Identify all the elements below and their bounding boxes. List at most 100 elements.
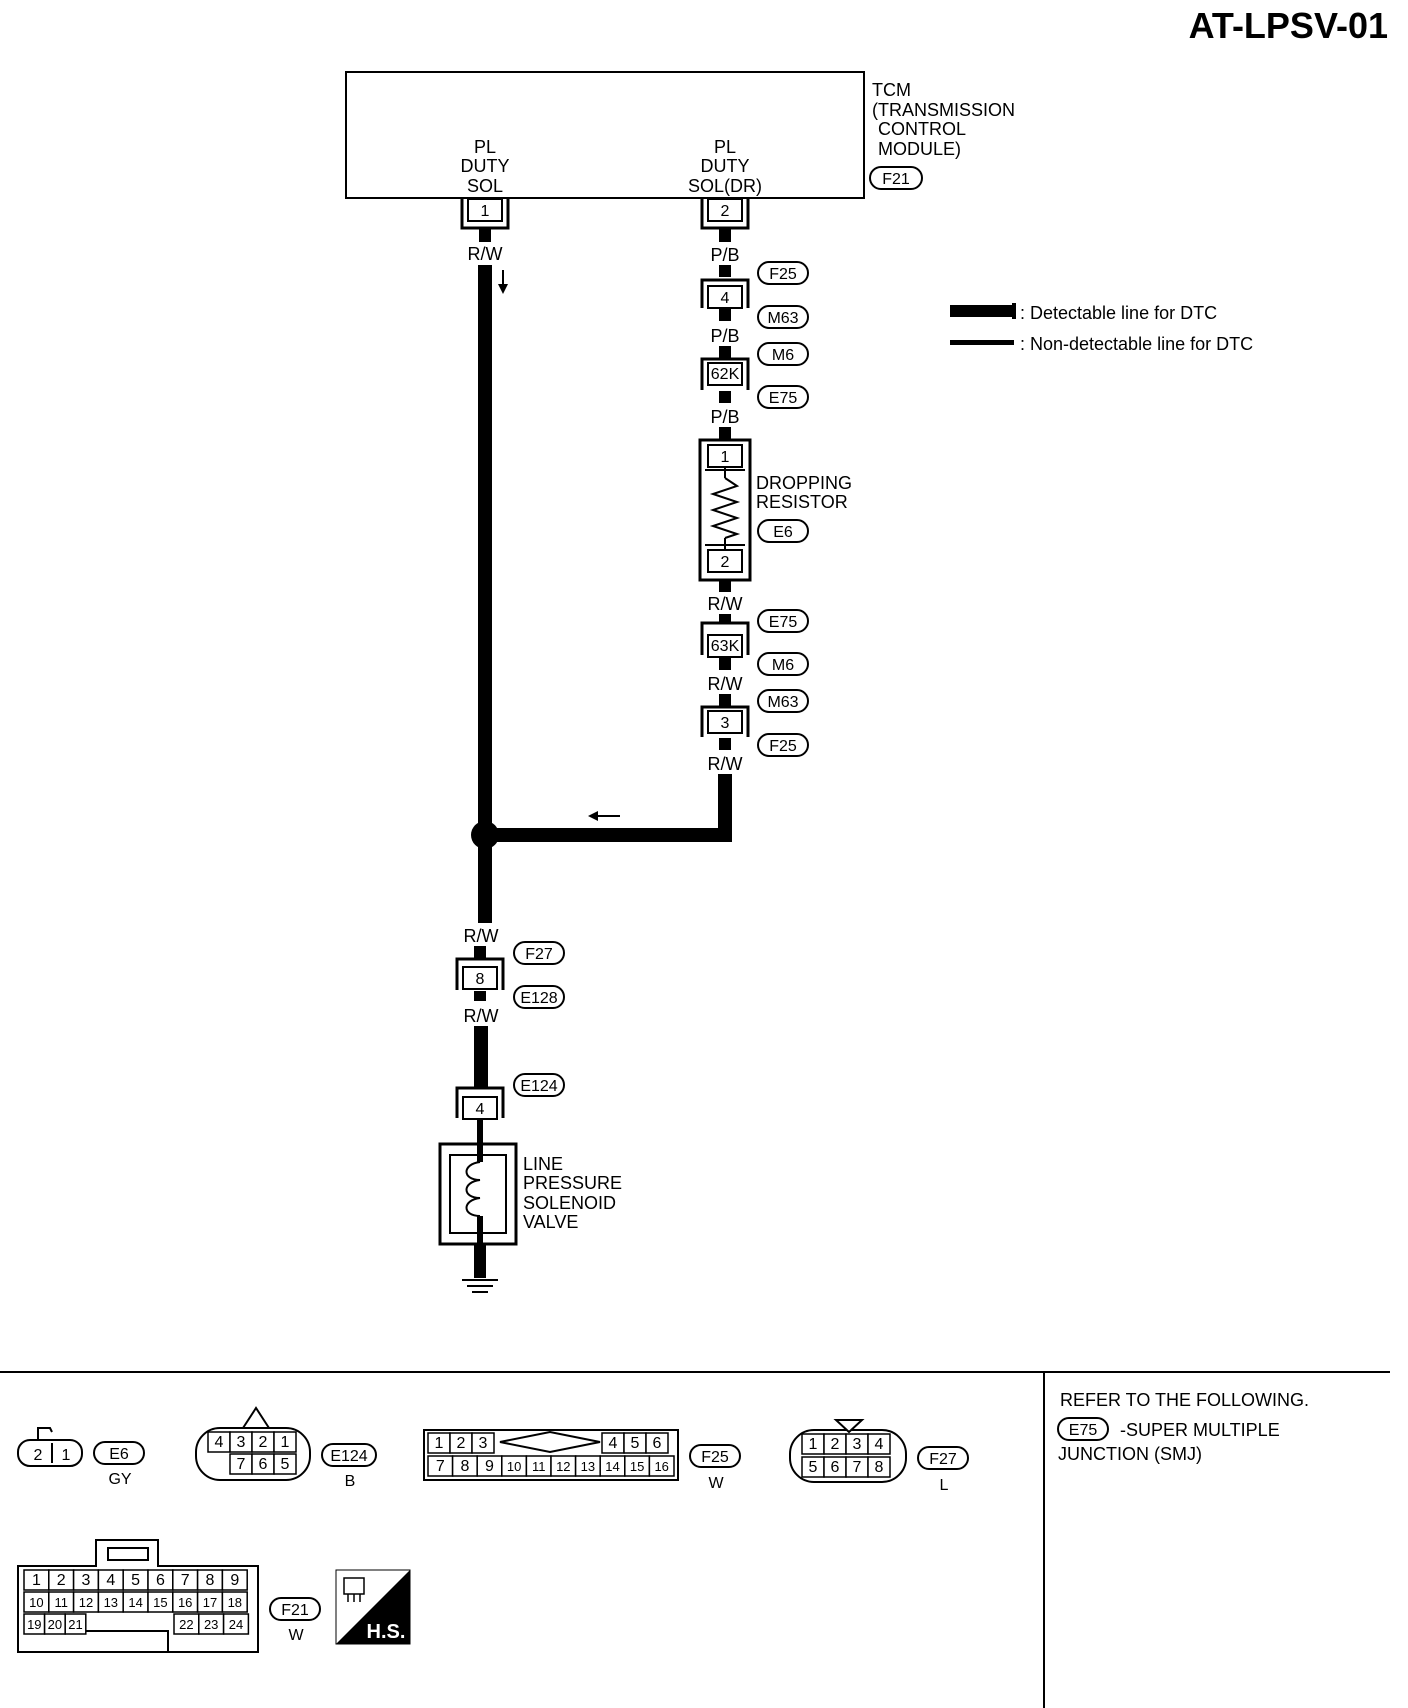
connector-tag: F21 — [269, 1597, 321, 1621]
connector-tag: E75 — [1057, 1417, 1109, 1441]
connector-tag: E124 — [321, 1443, 377, 1467]
legend-non-detectable: : Non-detectable line for DTC — [1020, 334, 1253, 354]
wire-stub — [479, 228, 491, 242]
valve-label: SOLENOID — [523, 1193, 616, 1213]
svg-text:M63: M63 — [767, 310, 798, 327]
svg-text:E124: E124 — [330, 1448, 367, 1465]
tcm-label-line: TCM — [872, 80, 911, 100]
wire-stub — [719, 694, 731, 706]
tcm-label: TCM (TRANSMISSION CONTROL MODULE) — [872, 80, 1015, 159]
svg-text:F27: F27 — [525, 946, 553, 963]
wire-color-label: R/W — [464, 1006, 499, 1026]
pin-number: 23 — [204, 1617, 218, 1632]
page-code: AT-LPSV-01 — [1189, 5, 1388, 46]
pin-cell — [471, 1432, 495, 1454]
pin-number: 5 — [281, 1456, 290, 1473]
pin-cell — [867, 1433, 891, 1455]
pin-number: 21 — [68, 1617, 82, 1632]
pin-number: 22 — [179, 1617, 193, 1632]
pin-number: 7 — [853, 1459, 862, 1476]
svg-text:2: 2 — [721, 203, 730, 220]
pin-number: 19 — [27, 1617, 41, 1632]
svg-text:1: 1 — [62, 1447, 71, 1464]
connector-pin-62k: 62K — [700, 357, 750, 390]
pin-number: 7 — [436, 1458, 445, 1475]
pin-number: 2 — [259, 1434, 268, 1451]
wire-color-label: R/W — [468, 244, 503, 264]
svg-text:E6: E6 — [773, 524, 793, 541]
wire-stub — [719, 427, 731, 440]
wire-color-label: P/B — [710, 407, 739, 427]
svg-text:E128: E128 — [520, 990, 557, 1007]
connector-tag: E6 — [93, 1441, 145, 1465]
pin-number: 6 — [653, 1435, 662, 1452]
connector-pin-63k: 63K — [700, 621, 750, 658]
wire-stub — [474, 991, 486, 1001]
pin-number: 13 — [581, 1459, 595, 1474]
svg-text:63K: 63K — [711, 638, 740, 655]
svg-text:E124: E124 — [520, 1078, 557, 1095]
pin-number: 1 — [809, 1436, 818, 1453]
hs-label: H.S. — [367, 1621, 406, 1643]
detectable-wire — [478, 265, 492, 835]
connector-tag: F25 — [689, 1444, 741, 1468]
svg-text:F21: F21 — [281, 1602, 309, 1619]
pl-duty-sol-label: SOL — [467, 176, 503, 196]
svg-text:F25: F25 — [769, 266, 797, 283]
wire-color-code: W — [708, 1475, 724, 1492]
svg-text:F25: F25 — [701, 1449, 729, 1466]
wire-stub — [719, 658, 731, 670]
pin-number: 9 — [485, 1458, 494, 1475]
pin-number: 10 — [507, 1459, 521, 1474]
pin-cell — [64, 1613, 87, 1635]
svg-text:E6: E6 — [109, 1446, 129, 1463]
connector-tag: E128 — [513, 985, 565, 1009]
pin-number: 16 — [654, 1459, 668, 1474]
pin-number: 5 — [809, 1459, 818, 1476]
pin-number: 1 — [435, 1435, 444, 1452]
connector-pin-8: 8 — [455, 957, 505, 990]
wire-color-label: R/W — [708, 674, 743, 694]
svg-text:2: 2 — [34, 1447, 43, 1464]
line-pressure-solenoid-valve — [438, 1120, 518, 1246]
pin-cell — [273, 1453, 297, 1475]
pin-number: 24 — [229, 1617, 243, 1632]
wire-color-code: GY — [108, 1471, 131, 1488]
pin-number: 5 — [131, 1572, 140, 1589]
svg-text:4: 4 — [721, 290, 730, 307]
connector-tag: E6 — [757, 519, 809, 543]
tcm-label-line: MODULE) — [878, 139, 961, 159]
pin-cell — [222, 1613, 250, 1635]
svg-text:62K: 62K — [711, 366, 740, 383]
svg-text:3: 3 — [721, 715, 730, 732]
tcm-box — [345, 71, 865, 199]
detectable-wire — [474, 1026, 488, 1088]
detectable-wire — [718, 774, 732, 842]
wire-stub — [474, 946, 486, 958]
svg-text:M63: M63 — [767, 694, 798, 711]
pin-cell — [221, 1591, 248, 1613]
wire-stub — [719, 391, 731, 403]
resistor-label: DROPPING — [756, 473, 852, 493]
connector-tag: F27 — [917, 1446, 969, 1470]
wire-color-label: R/W — [708, 754, 743, 774]
pin-number: 7 — [237, 1456, 246, 1473]
pin-number: 15 — [630, 1459, 644, 1474]
svg-text:M6: M6 — [772, 657, 794, 674]
valve-label: LINE — [523, 1154, 563, 1174]
pin-number: 5 — [631, 1435, 640, 1452]
pin-number: 14 — [605, 1459, 619, 1474]
pin-number: 18 — [228, 1595, 242, 1610]
pin-number: 8 — [875, 1459, 884, 1476]
connector-tag: F27 — [513, 941, 565, 965]
svg-text:1: 1 — [481, 203, 490, 220]
pin-number: 6 — [831, 1459, 840, 1476]
svg-text:E75: E75 — [769, 390, 798, 407]
flow-arrow-left — [588, 811, 620, 821]
svg-text:1: 1 — [721, 449, 730, 466]
pin-number: 6 — [156, 1572, 165, 1589]
dropping-resistor: 1 2 — [698, 438, 752, 582]
pl-duty-sol-dr-label: SOL(DR) — [688, 176, 762, 196]
